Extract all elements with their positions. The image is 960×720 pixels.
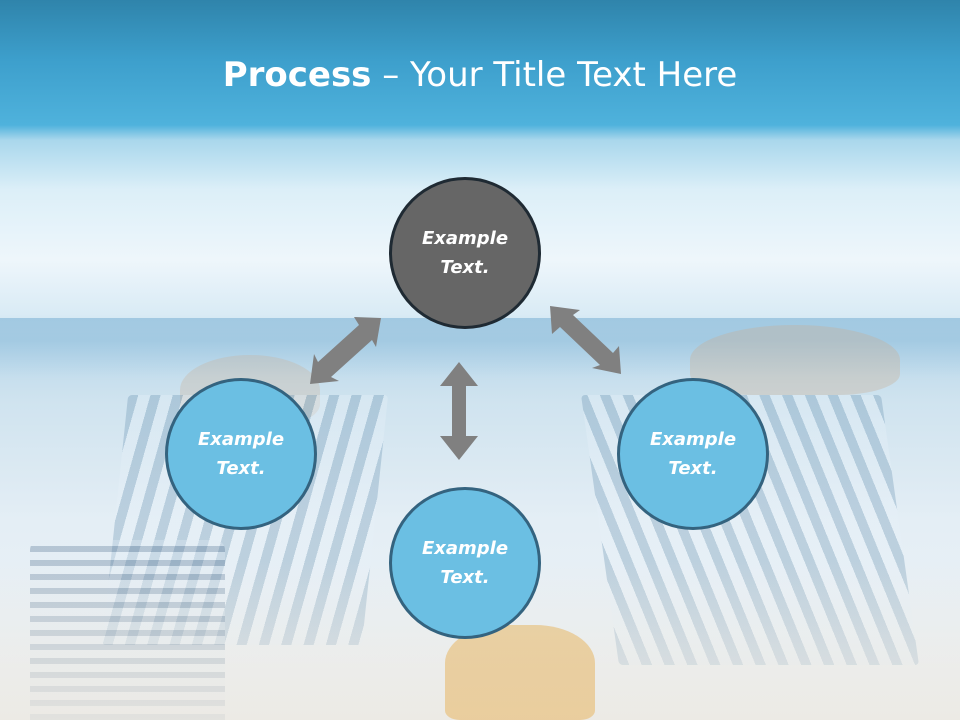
slide-title: Process – Your Title Text Here — [0, 52, 960, 98]
background-towel — [445, 625, 595, 720]
background-sea — [0, 318, 960, 378]
node-top-label: Example Text. — [421, 228, 509, 278]
arrow-top-left — [310, 317, 381, 384]
process-node-left: Example Text. — [165, 378, 317, 530]
node-left-label: Example Text. — [197, 429, 285, 479]
process-node-right: Example Text. — [617, 378, 769, 530]
process-node-top: Example Text. — [389, 177, 541, 329]
node-bottom-label: Example Text. — [421, 538, 509, 588]
arrow-vertical — [440, 362, 478, 460]
process-node-bottom: Example Text. — [389, 487, 541, 639]
background-person-right — [690, 325, 900, 395]
title-bold: Process — [222, 55, 372, 95]
node-right-label: Example Text. — [649, 429, 737, 479]
arrow-top-right — [550, 306, 621, 374]
title-rest: – Your Title Text Here — [371, 55, 738, 95]
